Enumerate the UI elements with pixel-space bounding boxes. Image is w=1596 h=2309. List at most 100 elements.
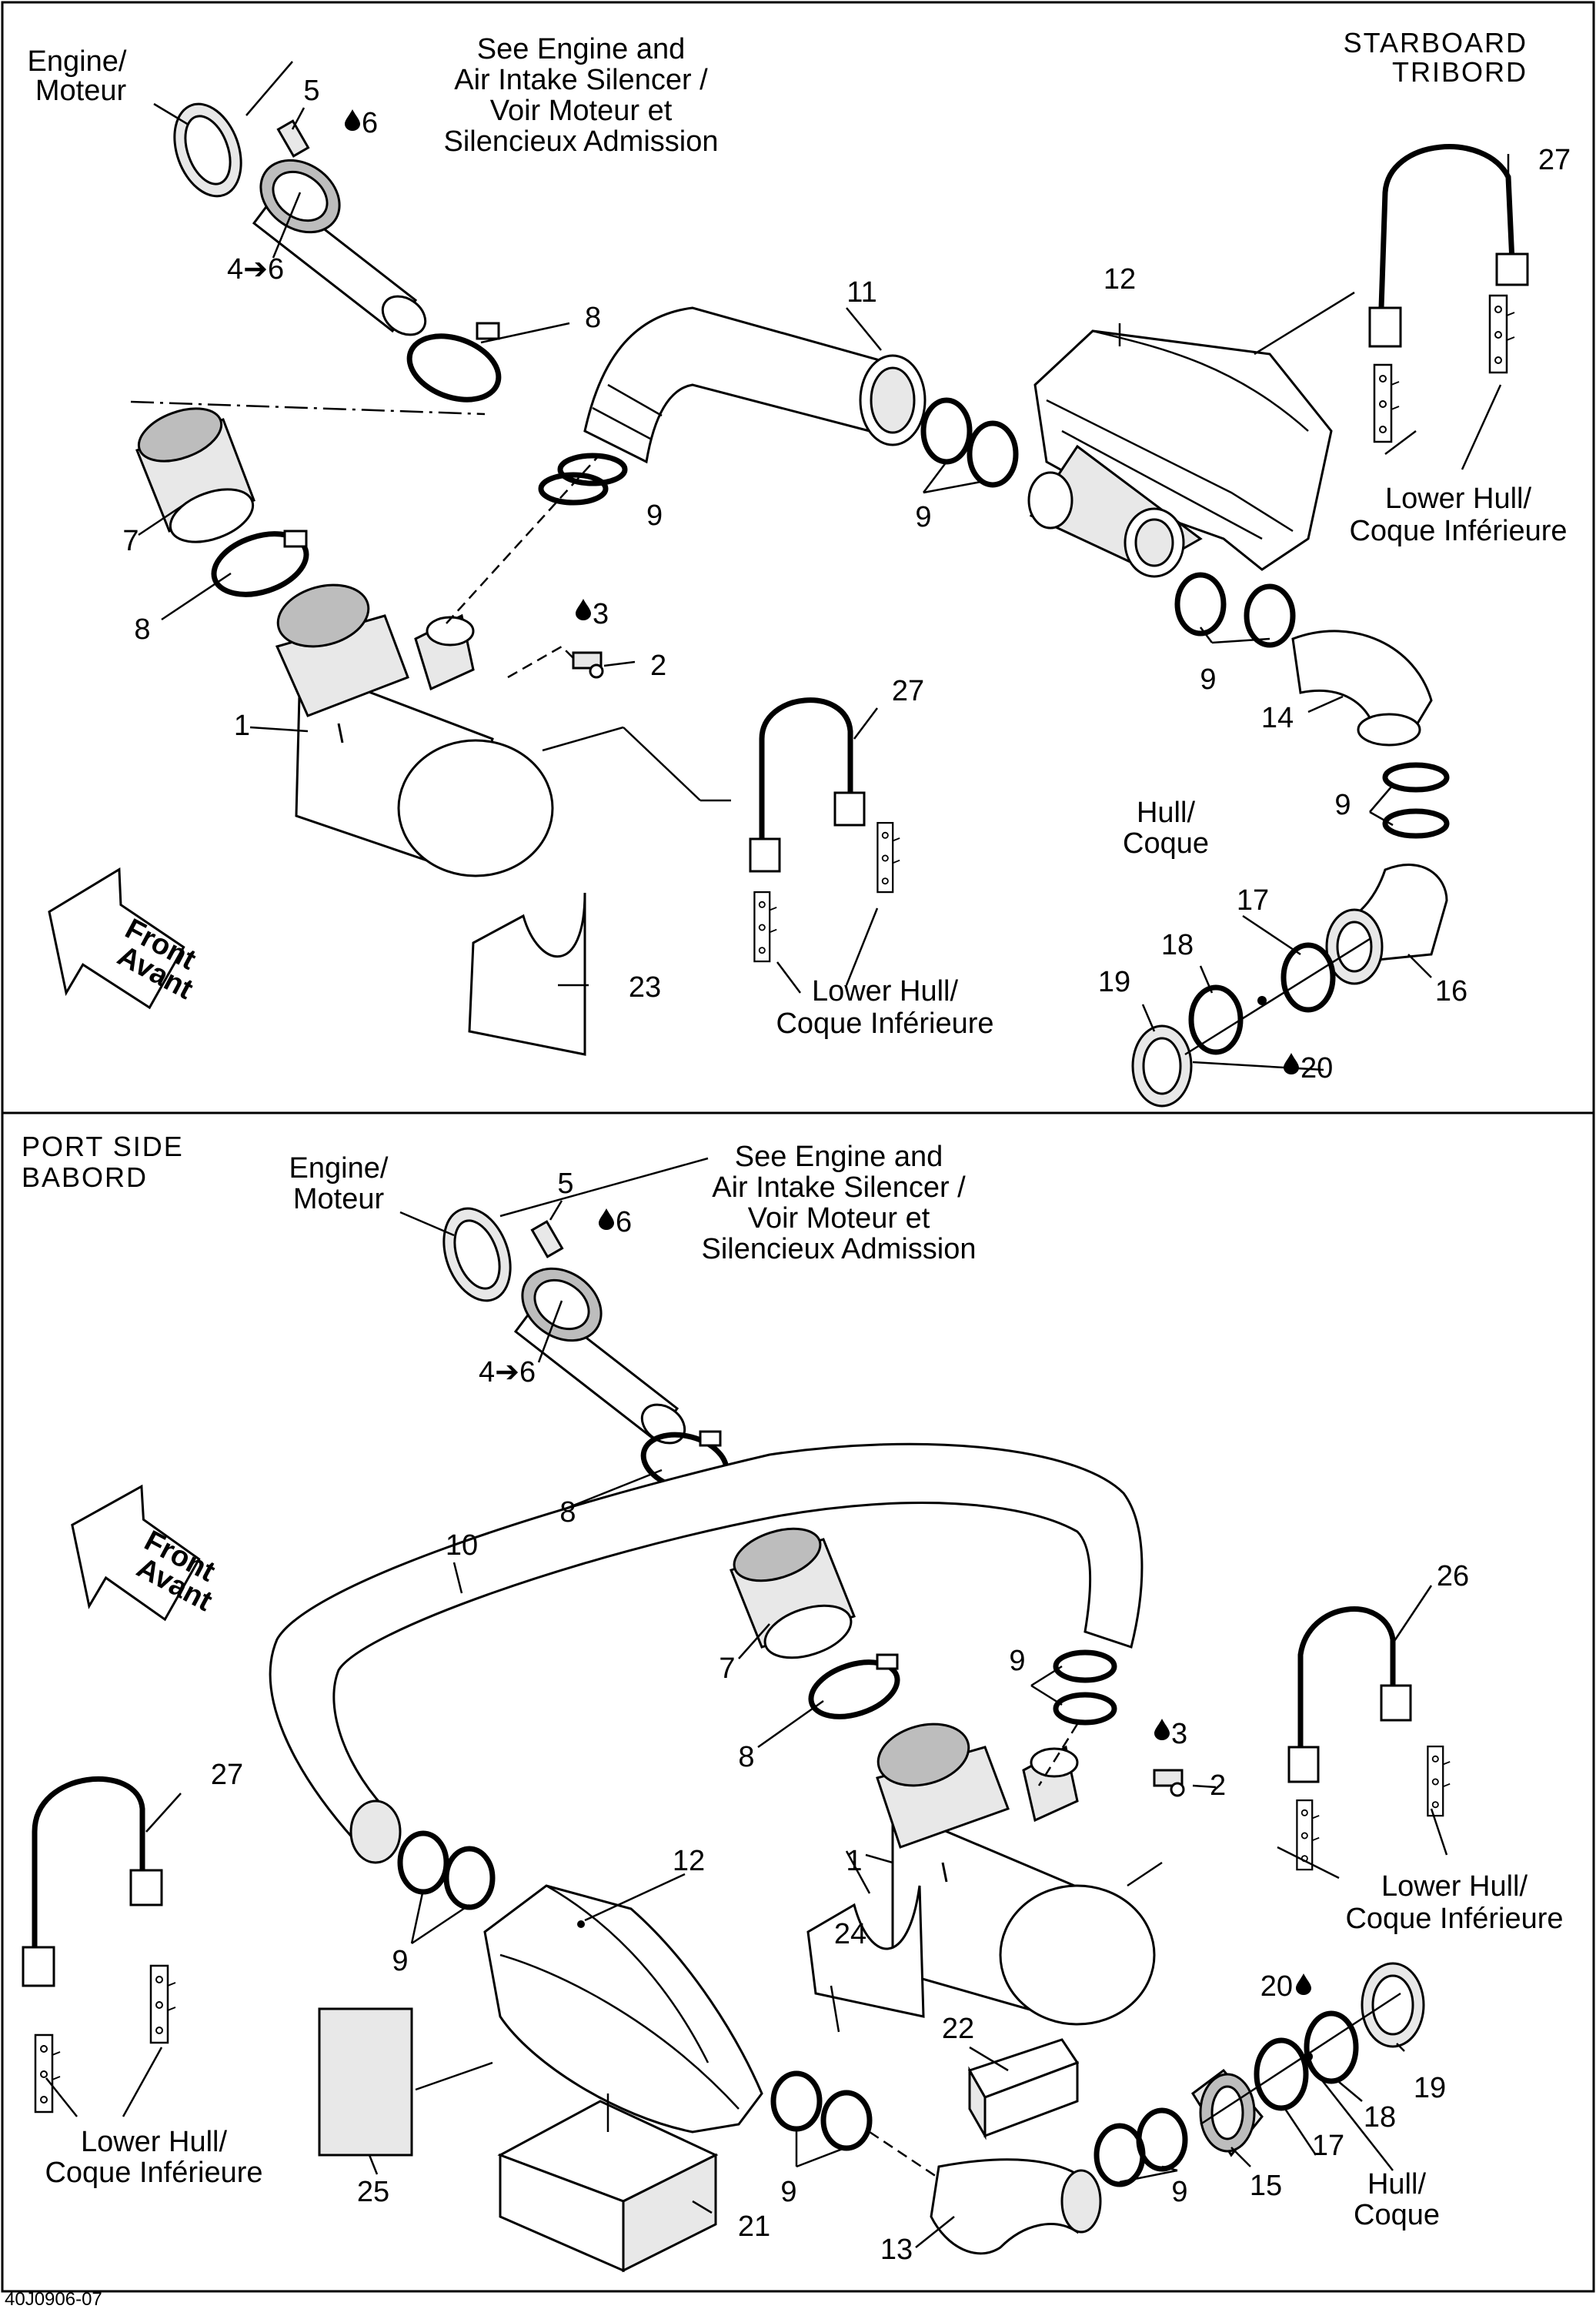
elbow-part-14: [1291, 630, 1433, 747]
callout-9-d: 9: [1334, 789, 1351, 821]
callout-8-port-upper: 8: [559, 1496, 576, 1529]
sleeve-part-7-port: [730, 1527, 856, 1659]
callout-19: 19: [1098, 966, 1130, 998]
hull-coque-line1: Hull/: [1137, 797, 1195, 829]
see-engine-note-port-line4: Silencieux Admission: [702, 1233, 977, 1265]
callout-10: 10: [446, 1529, 478, 1562]
leader-lines-port: [45, 1157, 1448, 2248]
ring-part-18: [1188, 984, 1244, 1055]
sensor-part-2-port: [1153, 1769, 1185, 1797]
engine-ref-port-line1: Engine/: [289, 1152, 389, 1185]
callout-6-port: 6: [616, 1206, 632, 1238]
callout-13: 13: [880, 2234, 913, 2266]
engine-ref-line1: Engine/: [28, 45, 127, 78]
heat-shield-part-24: [806, 1885, 925, 2018]
callout-9-a: 9: [646, 500, 663, 532]
hull-coque-line2: Coque: [1123, 827, 1209, 860]
callout-12: 12: [1104, 263, 1136, 296]
callout-24: 24: [834, 1918, 866, 1950]
muffler-part-1: [275, 583, 554, 877]
clamp-part-9-port-a: [1053, 1649, 1117, 1726]
callout-14: 14: [1261, 702, 1294, 734]
callout-27-port: 27: [211, 1759, 243, 1791]
callout-16: 16: [1435, 975, 1467, 1007]
strap-part-27-port: [22, 1776, 177, 2114]
callout-17-port: 17: [1312, 2130, 1344, 2162]
port-side-header: PORT SIDE: [22, 1131, 184, 1162]
clamp-part-8-upper: [406, 322, 502, 403]
clamp-part-9-port-b: [397, 1830, 496, 1910]
see-engine-note-line2: Air Intake Silencer /: [454, 64, 708, 96]
outlet-elbow-part-16: [1325, 864, 1448, 985]
see-engine-note-port-line2: Air Intake Silencer /: [712, 1171, 966, 1204]
callout-18-port: 18: [1364, 2101, 1396, 2134]
engine-flange-ring-port: [442, 1207, 512, 1302]
callout-17: 17: [1237, 884, 1269, 917]
callout-4-6-port: 4➔6: [479, 1356, 536, 1388]
see-engine-note-port-line3: Voir Moteur et: [748, 1202, 930, 1235]
callout-6: 6: [362, 107, 378, 139]
lower-hull-right-port-line1: Lower Hull/: [1381, 1870, 1528, 1903]
waterbox-part-12-port: [483, 1884, 763, 2134]
callout-2: 2: [650, 650, 666, 682]
callout-15: 15: [1250, 2170, 1282, 2202]
lower-hull-left-port-line1: Lower Hull/: [81, 2126, 228, 2158]
lower-hull-left-port-line2: Coque Inférieure: [45, 2157, 262, 2189]
hull-coque-port-line2: Coque: [1354, 2199, 1440, 2231]
callout-9-port-d: 9: [1171, 2176, 1187, 2208]
clamp-part-9-d: [1382, 762, 1450, 839]
engine-ref-line2: Moteur: [35, 75, 127, 107]
figure-code: 40J0906-07: [5, 2289, 102, 2309]
callout-1-port: 1: [846, 1845, 862, 1877]
clamp-part-9-port-c: [770, 2070, 873, 2151]
see-engine-note-line3: Voir Moteur et: [490, 95, 673, 127]
callout-2-port: 2: [1210, 1769, 1226, 1802]
callout-3: 3: [593, 598, 609, 630]
panel-part-25: [318, 2007, 413, 2157]
waterbox-part-12: [1027, 329, 1333, 578]
callout-4-6: 4➔6: [227, 253, 284, 286]
callout-1: 1: [234, 710, 250, 742]
centerline-upper: [130, 400, 486, 416]
hose-part-10: [269, 1442, 1144, 1864]
callout-26: 26: [1437, 1560, 1469, 1592]
strap-part-27-mid: [749, 697, 901, 963]
callout-9-b: 9: [915, 501, 931, 533]
see-engine-note-line1: See Engine and: [477, 33, 685, 65]
ring-part-18-port: [1304, 2010, 1359, 2084]
nozzle-part-19: [1131, 1024, 1193, 1108]
starboard-section: Front Avant: [28, 27, 1571, 1108]
engine-ref-port-line2: Moteur: [293, 1183, 385, 1215]
lower-hull-right-line1: Lower Hull/: [1385, 483, 1532, 515]
callout-9-port-a: 9: [1009, 1645, 1025, 1677]
clamp-part-8-lower: [211, 530, 309, 597]
callout-9-port-c: 9: [780, 2176, 796, 2208]
callout-12-port: 12: [673, 1845, 705, 1877]
callout-25: 25: [357, 2176, 389, 2208]
callout-23: 23: [629, 971, 661, 1004]
gasket-part-17-port: [1254, 2037, 1309, 2111]
tribord-header: TRIBORD: [1392, 56, 1528, 88]
foam-block-part-22: [967, 2038, 1080, 2140]
sleeve-part-7: [135, 407, 255, 543]
clamp-part-9-port-d: [1093, 2107, 1188, 2187]
see-engine-note-port-line1: See Engine and: [735, 1141, 943, 1173]
clamp-part-9-a: [538, 453, 628, 506]
callout-11: 11: [846, 276, 876, 309]
callout-5: 5: [303, 75, 319, 107]
engine-flange-ring: [173, 102, 242, 198]
callout-21: 21: [738, 2210, 770, 2243]
callout-27-mid: 27: [892, 675, 924, 707]
lower-hull-mid-line2: Coque Inférieure: [776, 1007, 993, 1040]
elbow-part-13: [930, 2158, 1102, 2255]
port-section: Front Avant: [22, 1131, 1564, 2273]
strap-part-27-right: [1368, 144, 1529, 443]
babord-header: BABORD: [22, 1161, 148, 1193]
leader-lines-starboard: [138, 61, 1510, 1071]
muffler-part-1-port: [876, 1723, 1156, 2026]
callout-22: 22: [942, 2013, 974, 2045]
clamp-part-8-port-lower: [808, 1653, 900, 1719]
stud-part-5-port: [530, 1220, 564, 1258]
nozzle-part-19-port: [1361, 1962, 1425, 2048]
heat-shield-part-23: [468, 892, 586, 1056]
